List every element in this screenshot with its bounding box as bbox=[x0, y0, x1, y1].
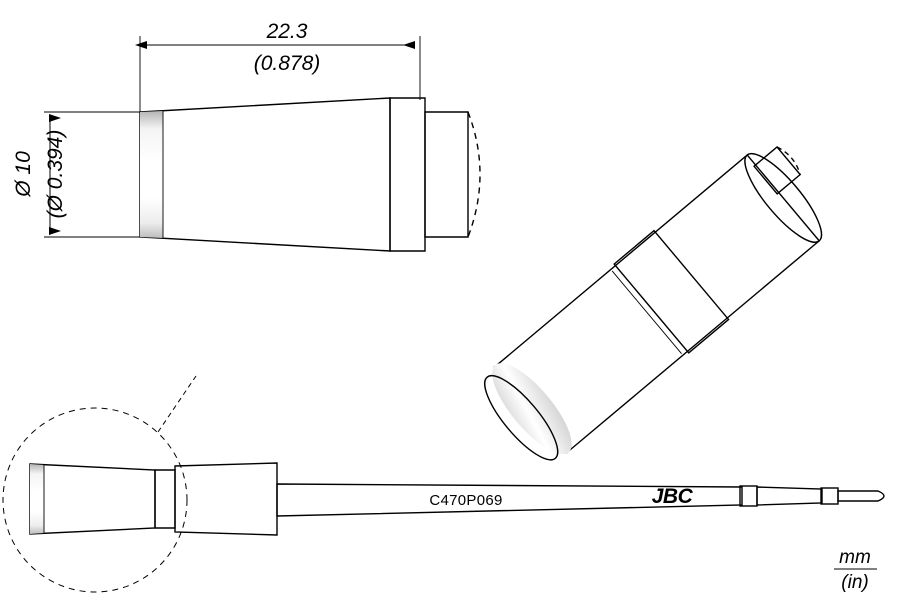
part-number-label: C470P069 bbox=[429, 492, 502, 509]
iso-ring-edge bbox=[611, 270, 682, 354]
cartridge-rear-band bbox=[389, 97, 426, 252]
iso-front-highlight bbox=[492, 363, 572, 455]
assembly-shaft bbox=[276, 483, 743, 517]
cartridge-rear-stub bbox=[424, 111, 469, 238]
detail-leader-line bbox=[157, 375, 197, 433]
units-numerator: mm bbox=[839, 547, 871, 568]
assembly-view: C470P069 JBC bbox=[2, 375, 885, 593]
length-value-mm: 22.3 bbox=[266, 20, 308, 43]
brand-logo-label: JBC bbox=[652, 485, 694, 508]
assembly-cartridge-barrel bbox=[174, 462, 278, 536]
detail-circle bbox=[2, 407, 188, 593]
iso-rear-end bbox=[744, 152, 823, 243]
assembly-collar-rear bbox=[820, 487, 839, 505]
iso-stub-hidden-arc bbox=[776, 146, 801, 175]
hidden-rear-arc bbox=[467, 111, 481, 238]
diameter-value-in: (Ø 0.394) bbox=[44, 130, 67, 219]
cartridge-taper-body bbox=[139, 97, 391, 252]
diameter-value-mm: Ø 10 bbox=[12, 151, 35, 198]
assembly-pin-tip bbox=[837, 490, 885, 502]
iso-front-face bbox=[484, 375, 559, 461]
assembly-tip-band bbox=[154, 469, 176, 529]
assembly-tip-highlight bbox=[30, 464, 44, 534]
assembly-mid-tube bbox=[756, 486, 823, 506]
assembly-tip-body bbox=[29, 463, 156, 535]
isometric-view bbox=[484, 145, 823, 461]
length-value-in: (0.878) bbox=[254, 52, 321, 75]
units-note: mm (in) bbox=[834, 547, 877, 593]
units-denominator: (in) bbox=[841, 572, 868, 593]
front-elevation-view: 22.3 (0.878) Ø 10 (Ø 0.394) bbox=[12, 20, 481, 252]
iso-rear-stub bbox=[753, 145, 802, 195]
iso-mid-ring bbox=[613, 229, 730, 354]
cartridge-end-highlight bbox=[140, 111, 163, 238]
